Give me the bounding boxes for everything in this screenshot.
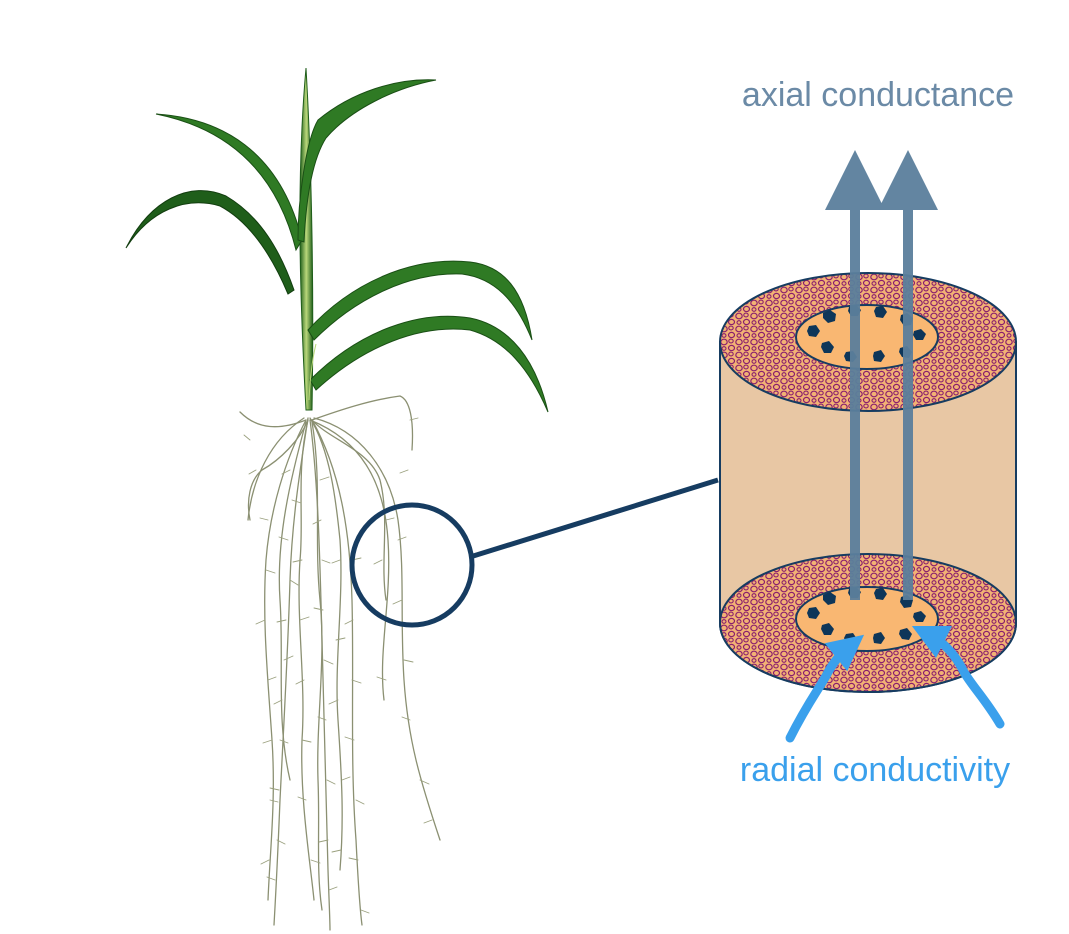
- radial-conductivity-label: radial conductivity: [740, 751, 1010, 789]
- axial-conductance-label: axial conductance: [742, 76, 1014, 114]
- maize-plant: [125, 67, 549, 931]
- radial-arrow-left: [785, 634, 865, 743]
- magnifier-circle: [349, 502, 475, 628]
- magnifier: [349, 477, 719, 628]
- root-system: [239, 395, 441, 931]
- radial-arrow-right: [911, 625, 1005, 729]
- root-hairs: [243, 417, 433, 914]
- magnifier-connector: [469, 477, 719, 560]
- axial-arrows: [825, 150, 938, 600]
- leaves: [125, 67, 549, 413]
- radial-arrows: [785, 625, 1005, 743]
- root-segment-cylinder: [719, 150, 1017, 743]
